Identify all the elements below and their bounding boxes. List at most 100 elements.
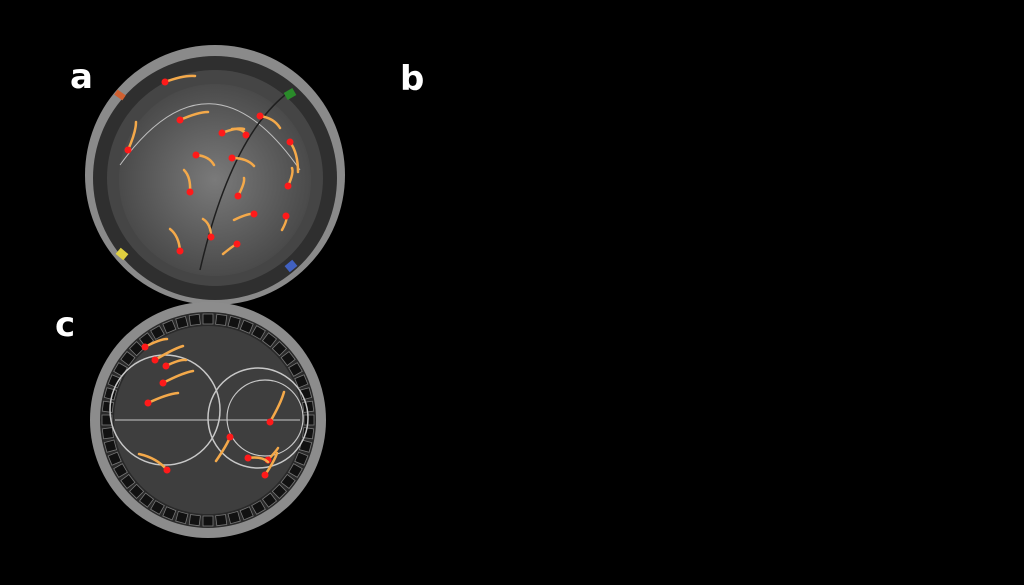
agent-position-dot: [176, 247, 184, 255]
chair: [227, 315, 241, 330]
chair: [288, 463, 303, 478]
trajectory-track: [515, 161, 526, 180]
trajectory-track: [556, 160, 587, 179]
trajectory-track: [728, 203, 735, 232]
trajectory-track: [449, 154, 470, 171]
trajectory-track: [560, 131, 566, 152]
trajectory-track: [677, 86, 698, 100]
agent-position-dot: [475, 69, 483, 77]
trajectory-track: [764, 256, 778, 283]
agent-position-dot: [620, 263, 628, 271]
trajectory-track: [584, 304, 607, 320]
chair: [162, 319, 177, 334]
agent-position-dot: [551, 242, 559, 250]
agent-position-dot: [694, 203, 702, 211]
trajectory-track: [396, 138, 411, 152]
agent-position-dot: [159, 379, 167, 387]
trajectory-track: [767, 179, 792, 202]
agent-position-dot: [529, 352, 537, 360]
agent-position-dot: [471, 55, 479, 63]
tracks-c: [137, 337, 286, 479]
agent-position-dot: [591, 254, 599, 262]
agent-position-dot: [282, 212, 290, 220]
trajectory-track: [651, 118, 665, 148]
agent-position-dot: [693, 313, 701, 321]
agent-position-dot: [634, 335, 642, 343]
trajectory-track: [547, 64, 576, 78]
trajectory-track: [518, 314, 539, 330]
trajectory-track: [390, 166, 425, 177]
tracks-b: [384, 50, 854, 362]
trajectory-track: [593, 249, 626, 260]
panel-label-b: b: [400, 59, 425, 99]
agent-position-dot: [233, 240, 241, 248]
trajectory-track: [553, 244, 576, 260]
chair: [251, 500, 266, 515]
agent-position-dot: [433, 97, 441, 105]
trajectory-track: [760, 109, 776, 131]
trajectory-track: [771, 331, 777, 353]
trajectory-track: [597, 131, 620, 148]
trajectory-track: [821, 238, 835, 259]
agent-position-dot: [407, 100, 415, 108]
agent-position-dot: [176, 116, 184, 124]
agent-position-dot: [486, 211, 494, 219]
agent-position-dot: [473, 291, 481, 299]
trajectory-track: [752, 267, 784, 284]
trajectory-track: [512, 197, 535, 214]
trajectory-track: [774, 338, 801, 362]
agent-position-dot: [520, 228, 528, 236]
trajectory-track: [591, 250, 597, 269]
agent-position-dot: [699, 142, 707, 150]
trajectory-track: [830, 209, 854, 218]
trajectory-track: [692, 58, 713, 64]
chair: [294, 451, 309, 466]
trajectory-track: [461, 106, 469, 132]
trajectory-track: [662, 187, 693, 208]
agent-position-dot: [566, 329, 574, 337]
agent-position-dot: [518, 282, 526, 290]
agent-position-dot: [453, 271, 461, 279]
trajectory-track: [568, 300, 574, 335]
trajectory-track: [577, 140, 603, 145]
agent-position-dot: [595, 218, 603, 226]
trajectory-track: [630, 139, 644, 158]
chair: [294, 374, 309, 389]
agent-position-dot: [623, 280, 631, 288]
agent-position-dot: [589, 263, 597, 271]
trajectory-track: [834, 322, 840, 343]
agent-position-dot: [428, 102, 436, 110]
chair: [188, 313, 201, 326]
agent-position-dot: [473, 348, 481, 356]
trajectory-track: [597, 207, 627, 225]
trajectory-track: [655, 75, 670, 103]
agent-position-dot: [622, 186, 630, 194]
trajectory-track: [669, 150, 675, 180]
agent-position-dot: [545, 62, 553, 70]
trajectory-track: [683, 87, 707, 104]
agent-position-dot: [463, 104, 471, 112]
agent-position-dot: [664, 97, 672, 105]
trajectory-track: [430, 104, 454, 122]
trajectory-track: [676, 78, 698, 83]
agent-position-dot: [797, 254, 805, 262]
agent-position-dot: [398, 346, 406, 354]
agent-position-dot: [422, 131, 430, 139]
trajectory-track: [759, 179, 778, 192]
agent-position-dot: [575, 139, 583, 147]
agent-position-dot: [661, 176, 669, 184]
chair: [175, 315, 189, 330]
agent-position-dot: [611, 178, 619, 186]
agent-position-dot: [419, 159, 427, 167]
agent-position-dot: [419, 164, 427, 172]
agent-position-dot: [634, 180, 642, 188]
chair: [271, 340, 288, 357]
agent-position-dot: [244, 454, 252, 462]
chair: [188, 514, 201, 527]
trajectory-track: [646, 185, 679, 196]
chair: [215, 313, 228, 326]
trajectory-track: [488, 215, 504, 229]
trajectory-track: [569, 123, 584, 136]
agent-position-dot: [673, 183, 681, 191]
trajectory-track: [673, 166, 686, 200]
